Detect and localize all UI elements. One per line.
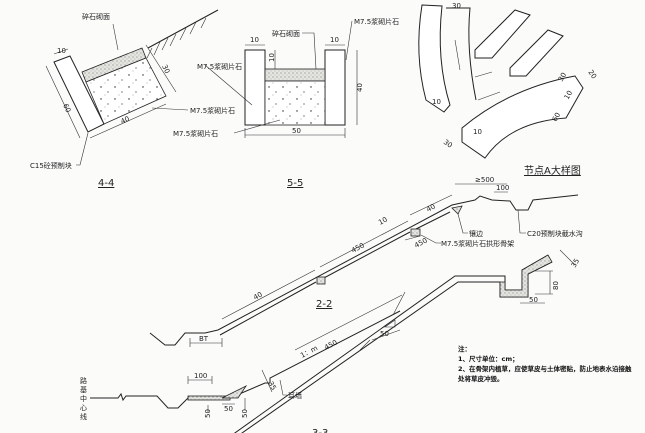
toe-block (221, 384, 248, 399)
frame-block (316, 276, 326, 285)
dim-3-3-50a: 50 (204, 409, 212, 418)
dim-a-20: 20 (586, 69, 598, 81)
label-gravel-surface: 碎石砌面 (82, 12, 110, 21)
mortar-stone-body (264, 80, 326, 126)
centerline-char: 中 (80, 394, 87, 403)
dim-a-30c: 30 (557, 71, 568, 83)
dim-2-2-500: ≥500 (475, 176, 494, 184)
dim-2-2-450a: 40 (252, 291, 264, 302)
dim-3-3-450: 450 (323, 338, 339, 351)
label-centerline: 路 基 中 心 线 (80, 376, 87, 421)
dim-3-3-100: 100 (194, 372, 207, 380)
dim-4-4-30: 30 (160, 63, 171, 74)
dim-a-10c: 10 (563, 89, 574, 101)
detail-a: 30 10 30 10 30 10 60 20 节点A大样图 (418, 2, 598, 177)
dim-a-10a: 10 (432, 98, 441, 106)
label-mortar-stone: M7.5浆砌片石 (190, 106, 235, 115)
dim-5-5-40: 40 (356, 83, 364, 92)
label-mortar-stone-bottom: M7.5浆砌片石 (173, 129, 218, 138)
note-item: 2、在骨架内植草，应使草皮与土体密贴，防止地表水沿接触处将草皮冲毁。 (458, 365, 632, 383)
notes-block: 注： 1、尺寸单位：cm； 2、在骨架内植草，应使草皮与土体密贴，防止地表水沿接… (458, 344, 638, 384)
label-mortar-stone-left: M7.5浆砌片石 (197, 62, 242, 71)
dim-5-5-50: 50 (292, 127, 301, 135)
label-arch-frame: M7.5浆砌片石拱形骨架 (441, 239, 514, 248)
bar-2 (509, 29, 564, 77)
dim-2-2-50: 50 (529, 296, 538, 304)
section-title-4-4: 4-4 (98, 178, 114, 189)
dim-4-4-40: 40 (119, 115, 130, 126)
dim-2-2-80: 80 (552, 281, 560, 290)
label-gravel-surface: 碎石砌面 (272, 29, 300, 38)
dim-3-3-35: 35 (266, 380, 277, 392)
gravel-layer (264, 68, 326, 82)
centerline-char: 基 (80, 385, 87, 394)
dim-a-30a: 30 (452, 2, 461, 10)
dim-2-2-bt: BT (199, 335, 209, 343)
centerline-char: 线 (80, 412, 87, 421)
dim-3-3-50b: 50 (224, 405, 233, 413)
mortar-stone-body (85, 57, 167, 125)
dim-2-2-40b: 450 (413, 236, 429, 249)
dim-5-5-10b: 10 (330, 36, 339, 44)
note-item: 1、尺寸单位：cm； (458, 355, 519, 363)
dim-5-5-10a: 10 (250, 36, 259, 44)
dim-2-2-10: 10 (377, 216, 389, 227)
curved-strip-left (418, 4, 451, 113)
curved-strip-bottom (461, 75, 584, 159)
slope-ground-line (147, 9, 219, 49)
dim-2-2-40a: 40 (425, 203, 437, 214)
section-title-2-2: 2-2 (316, 299, 332, 310)
frame-block (410, 228, 421, 237)
dim-a-60: 60 (551, 111, 562, 123)
drain-channel (499, 254, 553, 298)
label-c15-block: C15砼预制块 (30, 161, 72, 170)
edging (451, 205, 463, 215)
section-title-3-3: 3-3 (312, 428, 328, 433)
label-c20-ditch: C20预制块截水沟 (527, 229, 583, 238)
label-ear-wall: 耳墙 (288, 391, 302, 400)
section-5-5: 10 10 10 40 50 碎石砌面 M7.5浆砌片石 M7.5浆砌片石 M7… (173, 17, 399, 189)
bar-1 (474, 9, 531, 59)
dim-3-3-50d: 50 (380, 330, 389, 338)
label-mortar-stone-top: M7.5浆砌片石 (354, 17, 399, 26)
ground-hatch (146, 17, 207, 59)
section-title-5-5: 5-5 (287, 178, 303, 189)
dim-2-2-100: 100 (496, 184, 509, 192)
dim-4-4-10: 10 (57, 47, 66, 55)
centerline-char: 心 (80, 404, 87, 412)
label-edging: 镶边 (469, 229, 483, 238)
dim-a-10b: 10 (473, 128, 482, 136)
detail-title-a: 节点A大样图 (524, 164, 581, 177)
right-wall (324, 49, 346, 126)
dim-2-2-35: 35 (570, 257, 581, 269)
left-wall (244, 49, 266, 126)
section-2-2: 40 450 ≥500 100 40 10 450 镶边 C20预制块截水沟 M… (149, 176, 583, 433)
slope-profile-lower (90, 310, 401, 409)
section-4-4: 10 60 40 30 碎石砌面 M7.5浆砌片石 C15砼预制块 4-4 (30, 9, 235, 189)
dim-a-30b: 30 (442, 138, 454, 150)
dim-5-5-10c: 10 (268, 53, 276, 62)
notes-heading: 注： (458, 345, 471, 353)
section-3-3: 100 50 50 50 35 450 50 1：m 耳墙 路 基 中 心 线 … (80, 291, 406, 433)
dim-4-4-60: 60 (61, 102, 72, 113)
centerline-char: 路 (80, 376, 87, 385)
dim-3-3-50c: 50 (241, 409, 249, 418)
slope-profile-upper (149, 194, 579, 346)
